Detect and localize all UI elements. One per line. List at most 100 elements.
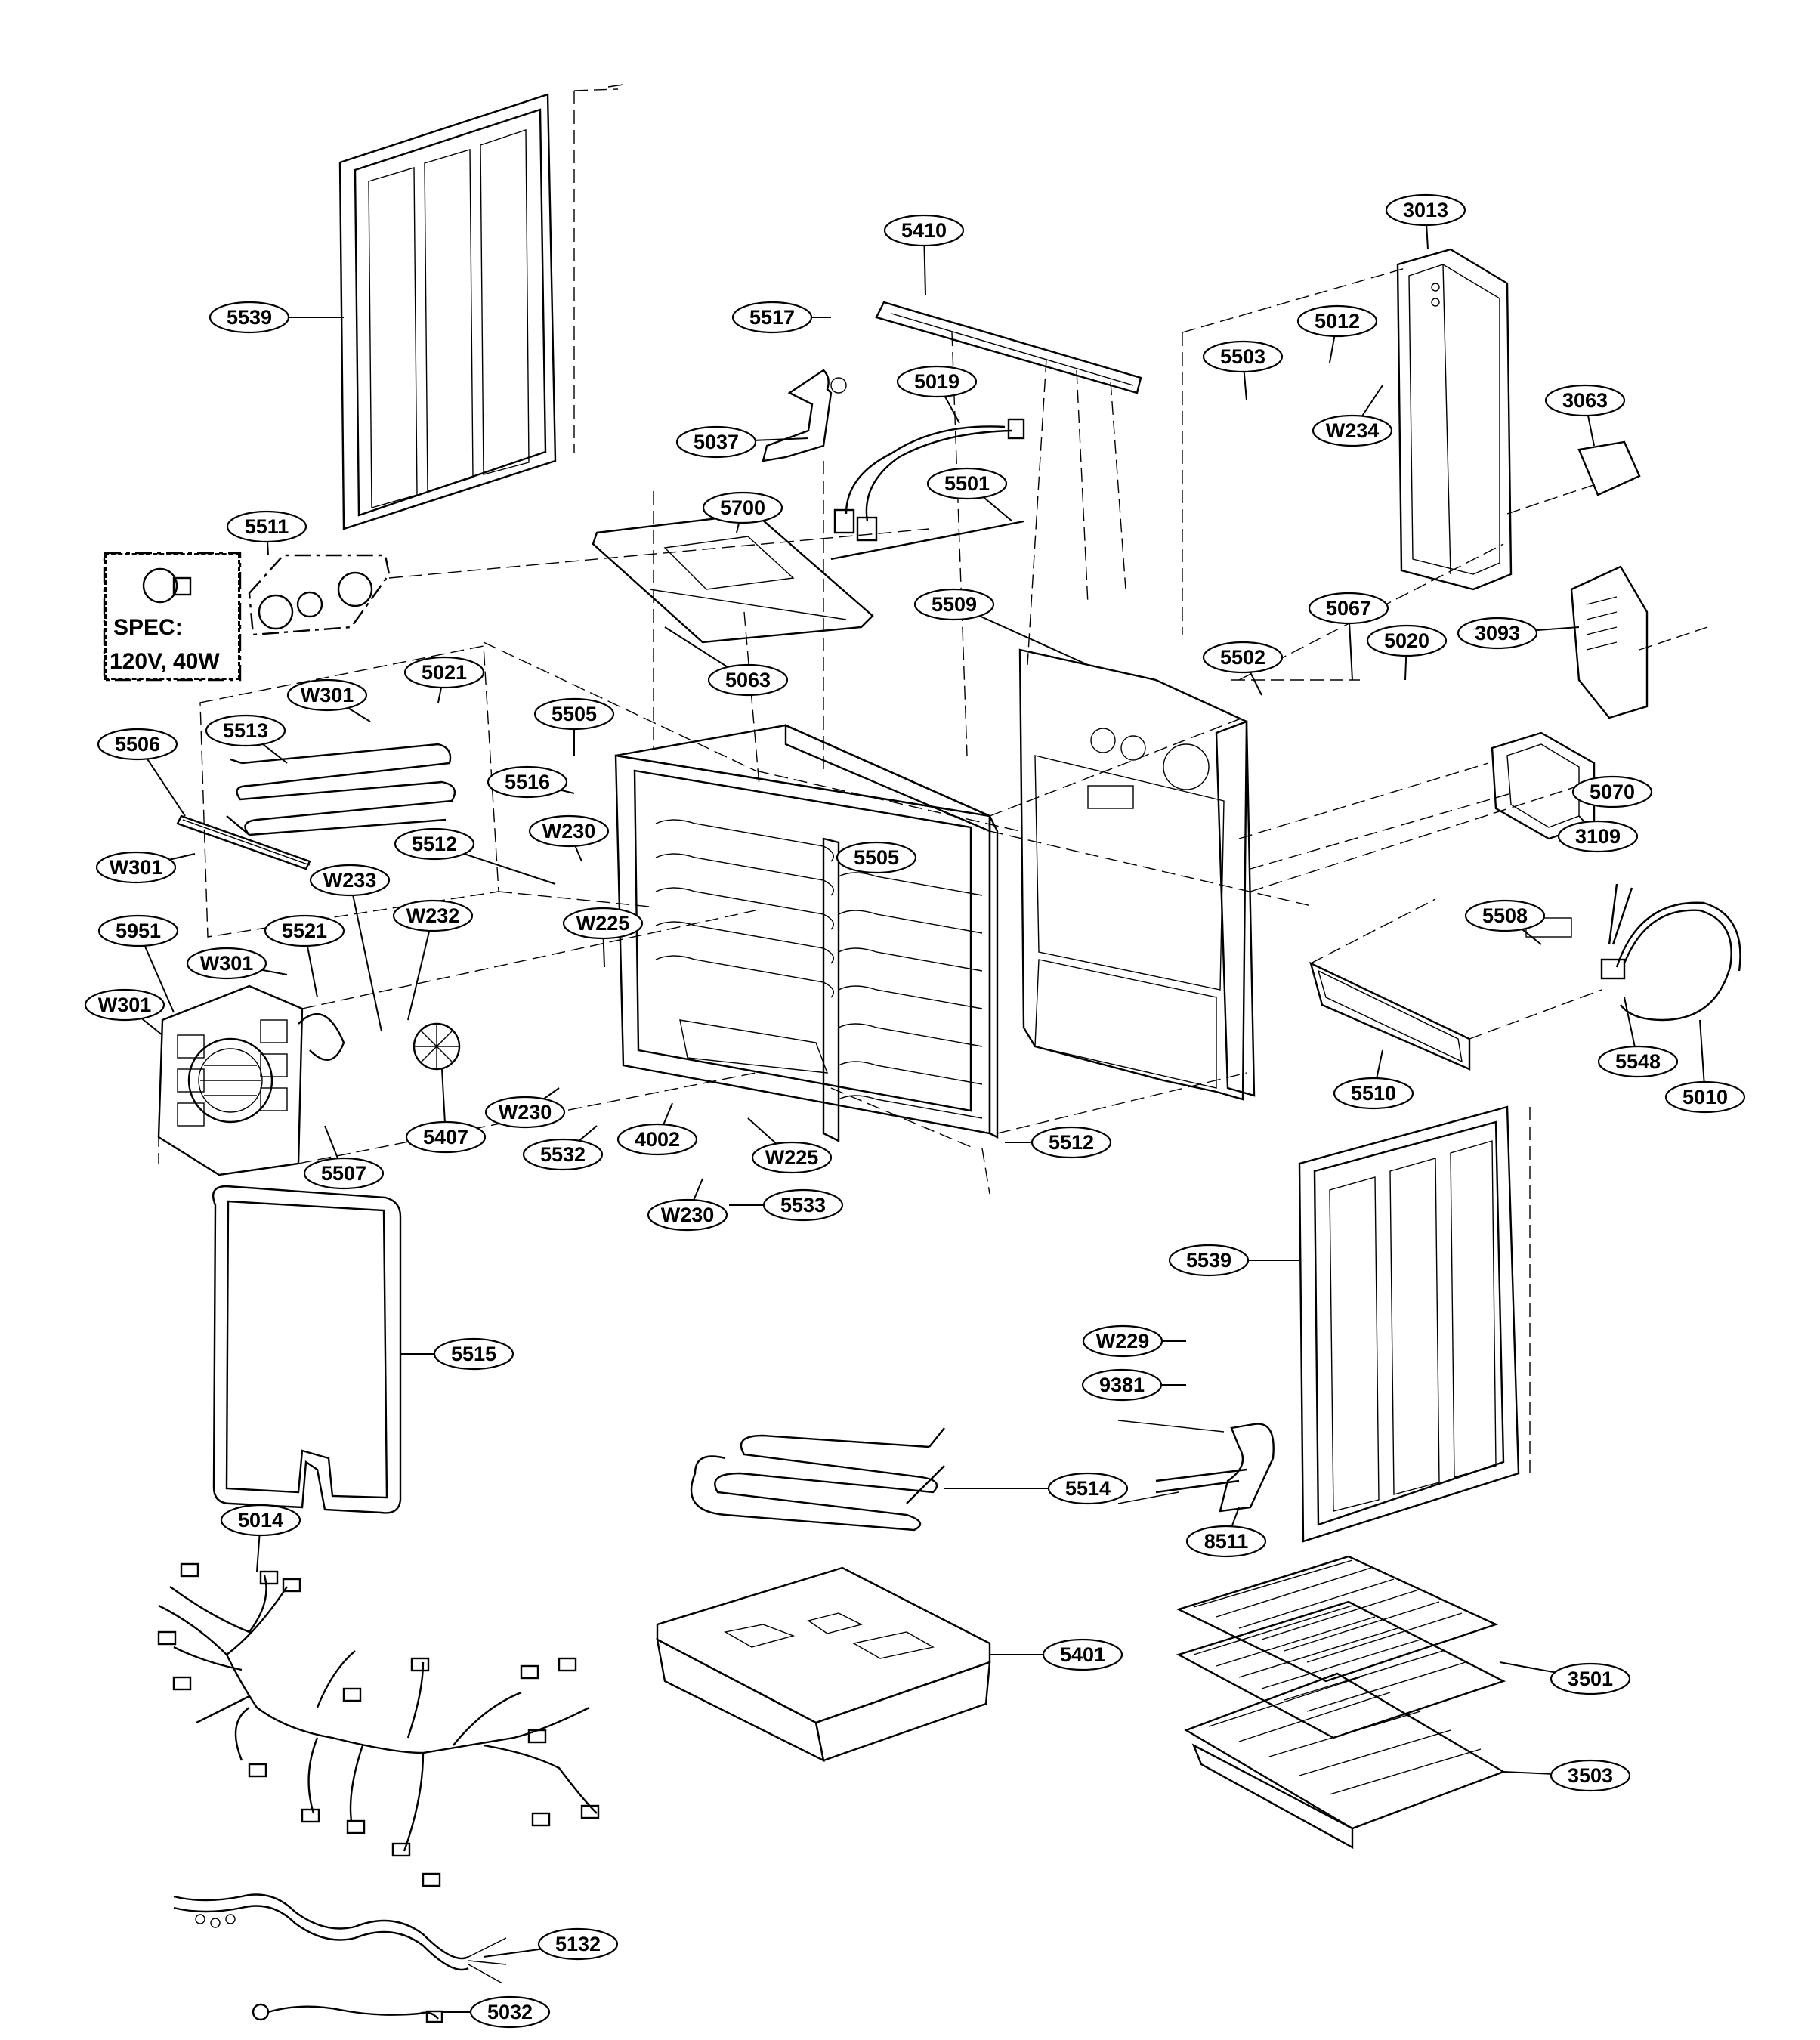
callout-label: 5502 bbox=[1220, 646, 1265, 669]
callout-oval bbox=[926, 467, 1008, 500]
callout-label: W233 bbox=[323, 869, 377, 892]
callout-oval bbox=[487, 765, 568, 799]
callout-5020: 5020 bbox=[1366, 624, 1448, 681]
callout-label: 5514 bbox=[1065, 1477, 1111, 1500]
callout-oval bbox=[1597, 1045, 1679, 1078]
callout-label: 4002 bbox=[635, 1128, 680, 1151]
terminal-plate-drawing bbox=[1309, 917, 1572, 1071]
callout-5014: 5014 bbox=[220, 1504, 301, 1572]
callout-layer: 553955115506W3015513W30150215521W3015951… bbox=[84, 193, 1746, 2029]
callout-oval bbox=[264, 914, 345, 947]
callout-label: 5509 bbox=[932, 593, 977, 616]
callout-label: W301 bbox=[200, 952, 254, 975]
callout-oval bbox=[1664, 1080, 1746, 1114]
callout-oval bbox=[1366, 624, 1448, 657]
side-bracket-drawing bbox=[1182, 248, 1513, 635]
callout-oval bbox=[1544, 384, 1626, 417]
callout-label: 5401 bbox=[1060, 1643, 1105, 1666]
callout-oval bbox=[913, 588, 995, 621]
callout-label: 5503 bbox=[1220, 345, 1265, 368]
callout-label: 5032 bbox=[487, 2001, 533, 2023]
callout-oval bbox=[97, 728, 178, 761]
callout-5539: 5539 bbox=[1168, 1244, 1299, 1277]
rod-5501-drawing bbox=[830, 520, 1024, 561]
callout-oval bbox=[1202, 641, 1284, 674]
callout-label: 5507 bbox=[321, 1162, 366, 1185]
callout-w230: W230 bbox=[484, 1087, 566, 1129]
callout-5502: 5502 bbox=[1202, 641, 1284, 696]
callout-leader bbox=[349, 879, 382, 1032]
callout-3093: 3093 bbox=[1457, 617, 1580, 650]
callout-oval bbox=[1457, 617, 1538, 650]
callout-label: 5700 bbox=[720, 496, 765, 519]
callout-label: 8511 bbox=[1204, 1530, 1249, 1553]
callout-oval bbox=[1081, 1368, 1163, 1402]
callout-oval bbox=[97, 914, 179, 947]
callout-5401: 5401 bbox=[990, 1638, 1123, 1671]
callout-leader bbox=[407, 915, 434, 1021]
callout-label: W230 bbox=[499, 1101, 552, 1124]
callout-oval bbox=[1557, 820, 1639, 853]
callout-5516: 5516 bbox=[487, 765, 575, 799]
callout-oval bbox=[392, 899, 474, 932]
callout-label: W230 bbox=[661, 1204, 715, 1226]
callout-5505: 5505 bbox=[533, 697, 615, 756]
callout-label: 5517 bbox=[749, 306, 795, 329]
callout-oval bbox=[537, 1927, 619, 1961]
callout-5501: 5501 bbox=[926, 467, 1013, 522]
callout-w233: W233 bbox=[309, 864, 391, 1032]
callout-oval bbox=[394, 827, 475, 861]
callout-5019: 5019 bbox=[896, 365, 978, 424]
callout-label: 3503 bbox=[1568, 1764, 1613, 1787]
callout-label: 5407 bbox=[423, 1126, 468, 1148]
bracket-drawing bbox=[762, 369, 847, 771]
hinge-bracket-drawing bbox=[1117, 1420, 1275, 1513]
callout-oval bbox=[1385, 193, 1466, 227]
callout-label: 5019 bbox=[914, 370, 959, 393]
callout-oval bbox=[433, 1337, 514, 1371]
callout-5032: 5032 bbox=[442, 1995, 551, 2029]
callout-oval bbox=[209, 301, 290, 334]
spec-box: SPEC: 120V, 40W bbox=[110, 615, 220, 674]
callout-oval bbox=[1333, 1077, 1414, 1110]
callout-oval bbox=[1308, 592, 1389, 625]
callout-label: 5021 bbox=[422, 661, 467, 684]
callout-oval bbox=[1185, 1525, 1267, 1558]
callout-oval bbox=[1312, 414, 1393, 447]
callout-label: 5510 bbox=[1351, 1082, 1396, 1105]
callout-oval bbox=[751, 1141, 833, 1174]
callout-w230: W230 bbox=[528, 814, 610, 862]
callout-label: 5070 bbox=[1590, 780, 1635, 803]
callout-oval bbox=[896, 365, 978, 398]
callout-label: 5513 bbox=[223, 719, 268, 742]
callout-5532: 5532 bbox=[522, 1125, 604, 1171]
callout-label: 5548 bbox=[1615, 1050, 1661, 1073]
callout-oval bbox=[405, 1120, 487, 1154]
fan-blade-drawing bbox=[298, 1013, 461, 1071]
callout-label: 3093 bbox=[1475, 622, 1520, 644]
callout-label: 5506 bbox=[115, 733, 160, 756]
top-vent-drawing bbox=[592, 491, 874, 787]
callout-label: W232 bbox=[406, 904, 460, 927]
callout-oval bbox=[403, 656, 485, 689]
wire-harness-drawing bbox=[157, 1562, 600, 1887]
callout-label: 5539 bbox=[1186, 1249, 1231, 1272]
callout-3013: 3013 bbox=[1385, 193, 1466, 250]
callout-oval bbox=[702, 491, 783, 524]
callout-label: 3063 bbox=[1562, 389, 1608, 412]
callout-oval bbox=[1042, 1638, 1123, 1671]
harness-5132-drawing bbox=[173, 1893, 507, 1984]
callout-w301: W301 bbox=[286, 678, 371, 722]
callout-5515: 5515 bbox=[400, 1337, 514, 1371]
callout-oval bbox=[226, 510, 307, 543]
callout-3503: 3503 bbox=[1503, 1759, 1631, 1792]
door-gasket-drawing bbox=[212, 1185, 402, 1514]
callout-w301: W301 bbox=[84, 988, 165, 1036]
callout-oval bbox=[484, 1096, 566, 1129]
callout-9381: 9381 bbox=[1081, 1368, 1186, 1402]
callout-label: 5511 bbox=[245, 515, 289, 538]
spec-label: SPEC: bbox=[113, 615, 183, 640]
callout-w225: W225 bbox=[562, 907, 644, 968]
callout-label: 5533 bbox=[780, 1194, 826, 1216]
